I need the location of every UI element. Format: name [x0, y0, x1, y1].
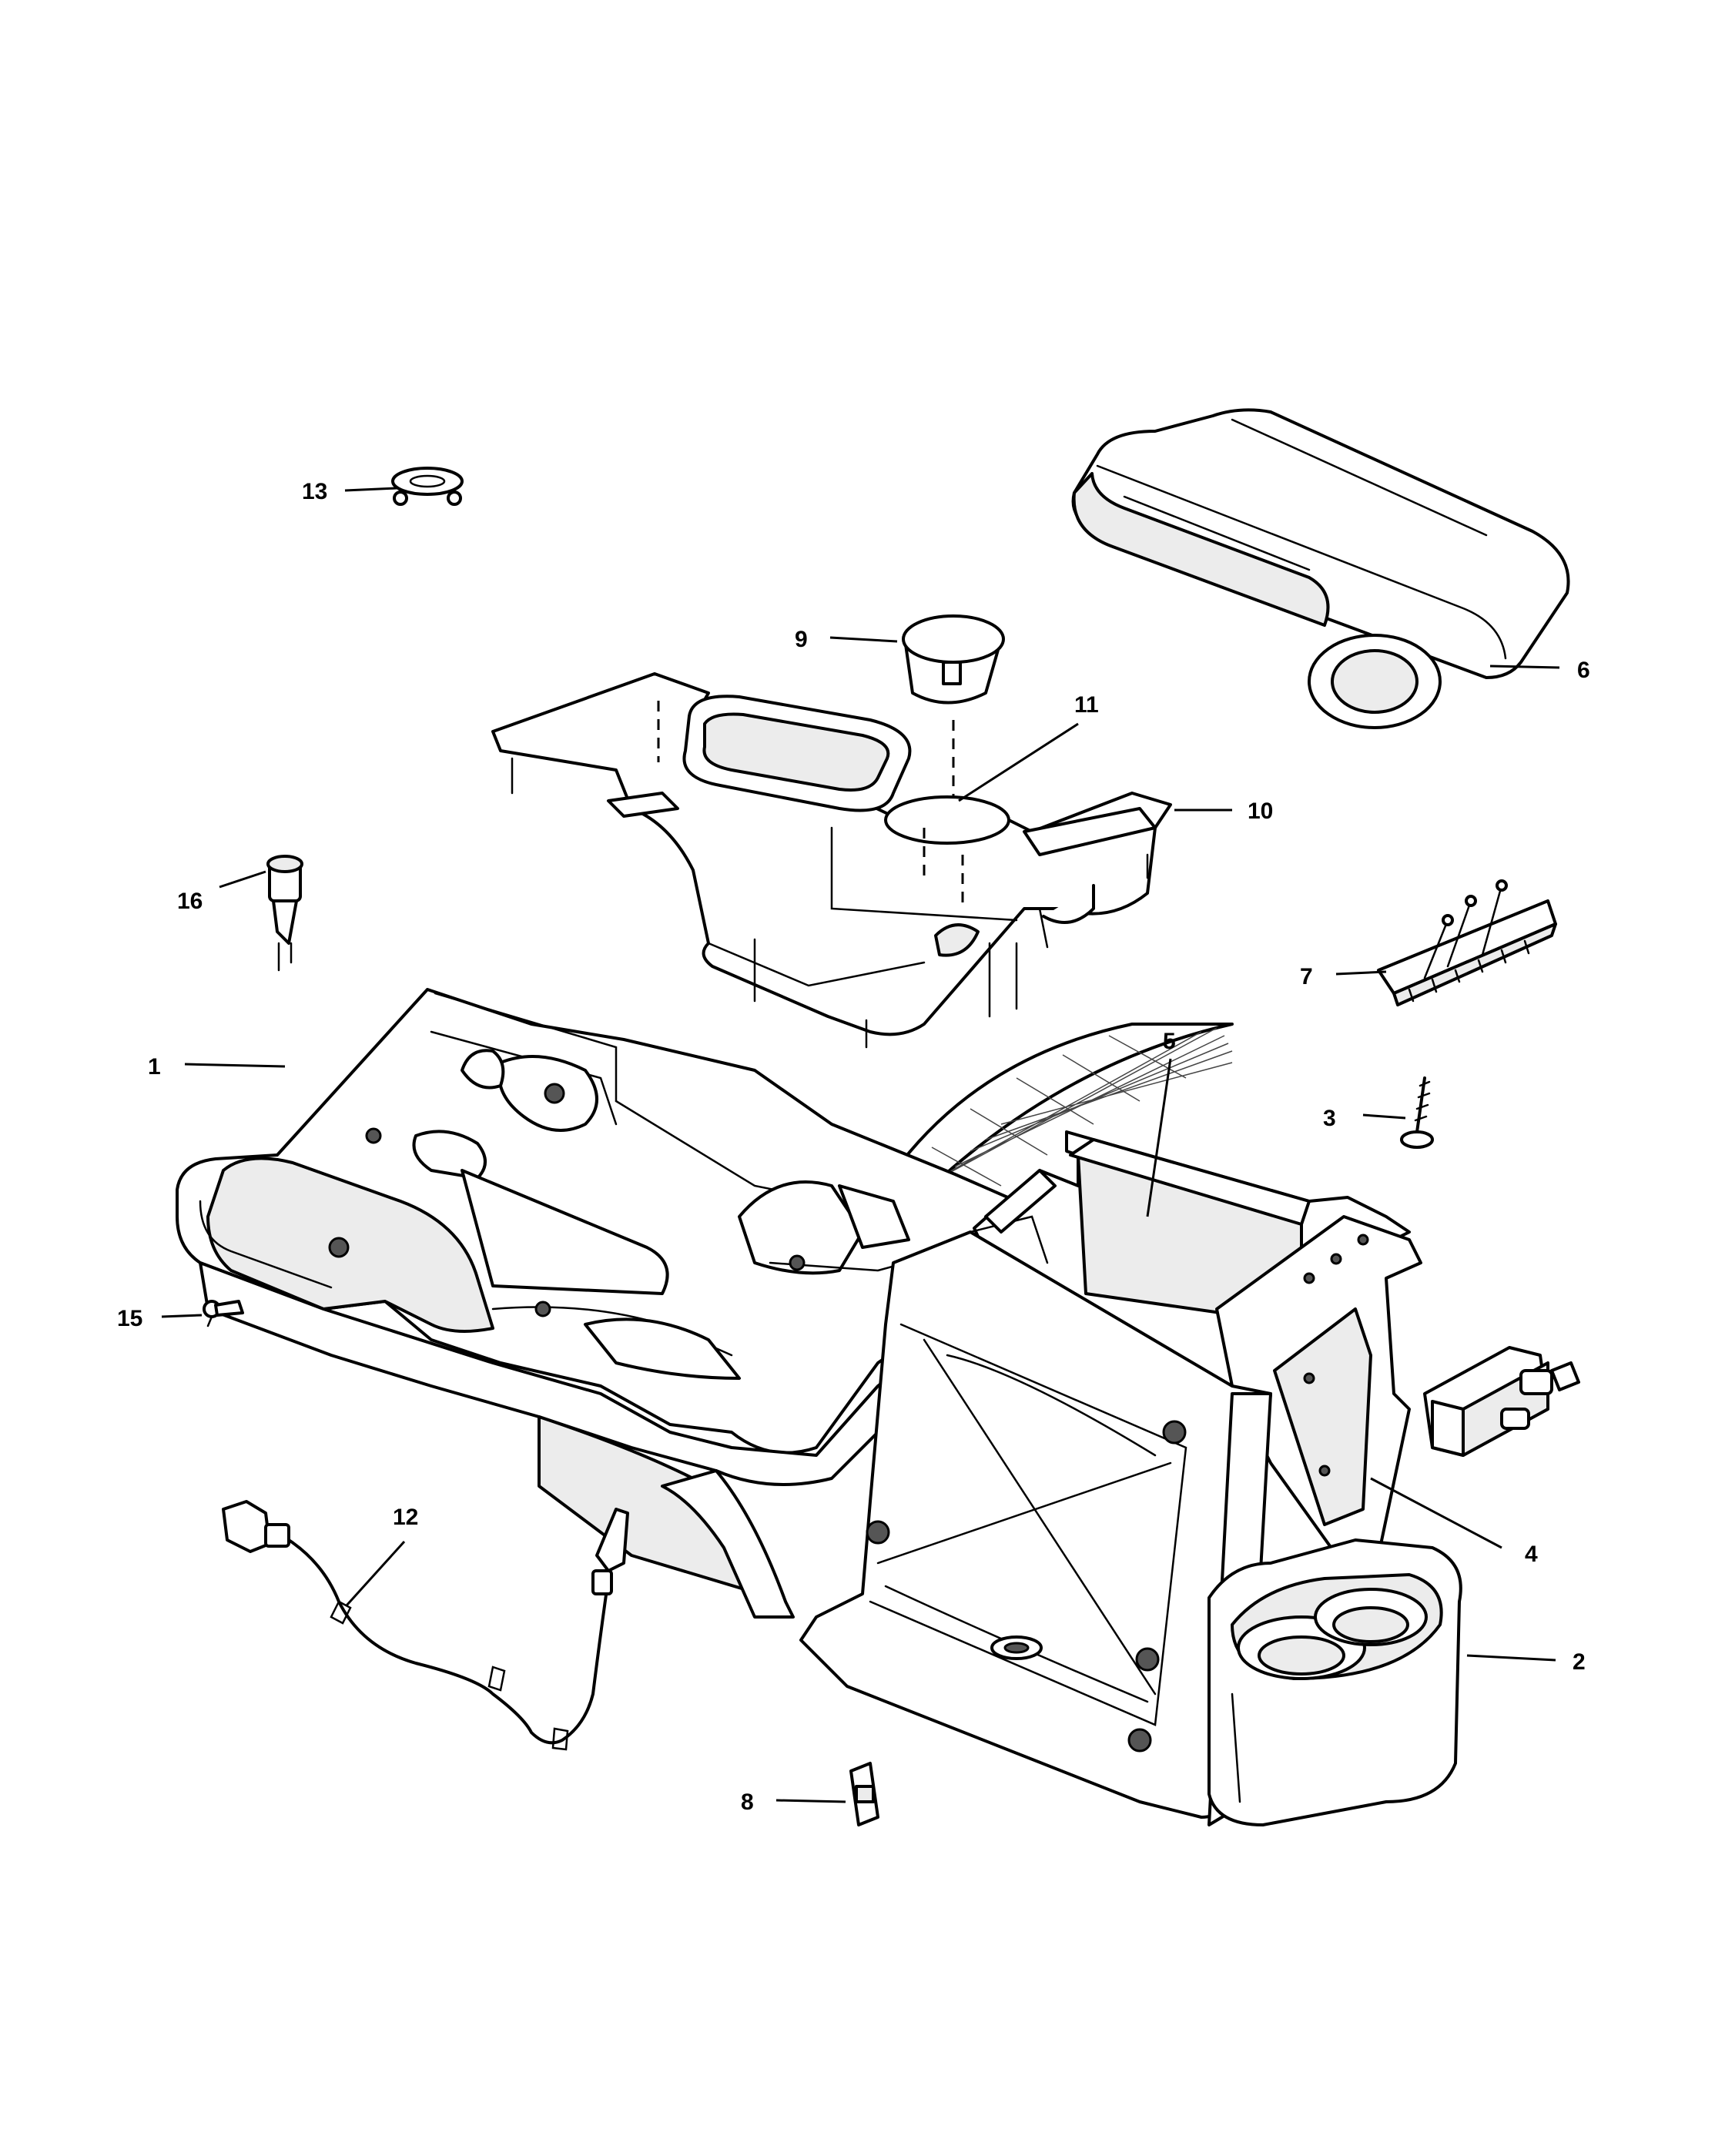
- part-15-push-clip: [203, 1300, 244, 1327]
- leader-4: [1370, 1477, 1502, 1549]
- leader-2: [1466, 1654, 1556, 1662]
- leader-16: [219, 870, 266, 889]
- part-3-screw: [1400, 1076, 1434, 1149]
- callout-13: 13: [302, 479, 327, 504]
- part-6-armrest-lid: [1071, 408, 1570, 729]
- callout-8: 8: [741, 1789, 754, 1815]
- relay-block: [1423, 1346, 1580, 1457]
- part-8-clip: [849, 1762, 879, 1826]
- part-1-console-body: [176, 988, 1080, 1619]
- callout-10: 10: [1248, 798, 1273, 824]
- callout-2: 2: [1573, 1649, 1586, 1675]
- part-16-power-socket: [266, 855, 303, 972]
- leader-13: [344, 487, 397, 492]
- leader-8: [775, 1799, 846, 1803]
- part-9-cup-insert: [902, 614, 1005, 816]
- leader-1: [184, 1063, 286, 1068]
- leader-9: [829, 636, 898, 643]
- leader-lines: [161, 487, 1560, 1803]
- part-10-console-bezel: [491, 672, 1172, 1049]
- leader-15: [161, 1314, 203, 1318]
- callout-9: 9: [795, 627, 808, 652]
- callout-16: 16: [177, 889, 203, 914]
- callout-7: 7: [1300, 964, 1313, 989]
- part-2-cup-holder: [1208, 1538, 1462, 1826]
- leader-7: [1335, 970, 1387, 976]
- leader-3: [1362, 1113, 1406, 1120]
- rear-panel-plate: [799, 1230, 1272, 1826]
- callout-labels: 13 9 6 11 10 16 7 1 5 3 15 12 4 2 8: [117, 479, 1590, 1815]
- leader-6: [1489, 665, 1560, 669]
- callout-6: 6: [1577, 658, 1590, 683]
- part-12-wiring-harness: [222, 1500, 629, 1751]
- callout-15: 15: [117, 1306, 142, 1331]
- callout-3: 3: [1323, 1106, 1336, 1131]
- part-7-bracket: [1377, 879, 1557, 1006]
- leader-5: [1146, 1058, 1172, 1217]
- callout-11: 11: [1074, 692, 1099, 718]
- callout-12: 12: [393, 1505, 418, 1530]
- part-13-clip: [391, 467, 464, 506]
- leader-12: [345, 1540, 406, 1607]
- part-4-rear-bracket: [1215, 1215, 1422, 1572]
- callout-5: 5: [1163, 1029, 1176, 1054]
- callout-4: 4: [1525, 1542, 1538, 1567]
- callout-1: 1: [148, 1054, 161, 1080]
- leader-11: [958, 722, 1079, 802]
